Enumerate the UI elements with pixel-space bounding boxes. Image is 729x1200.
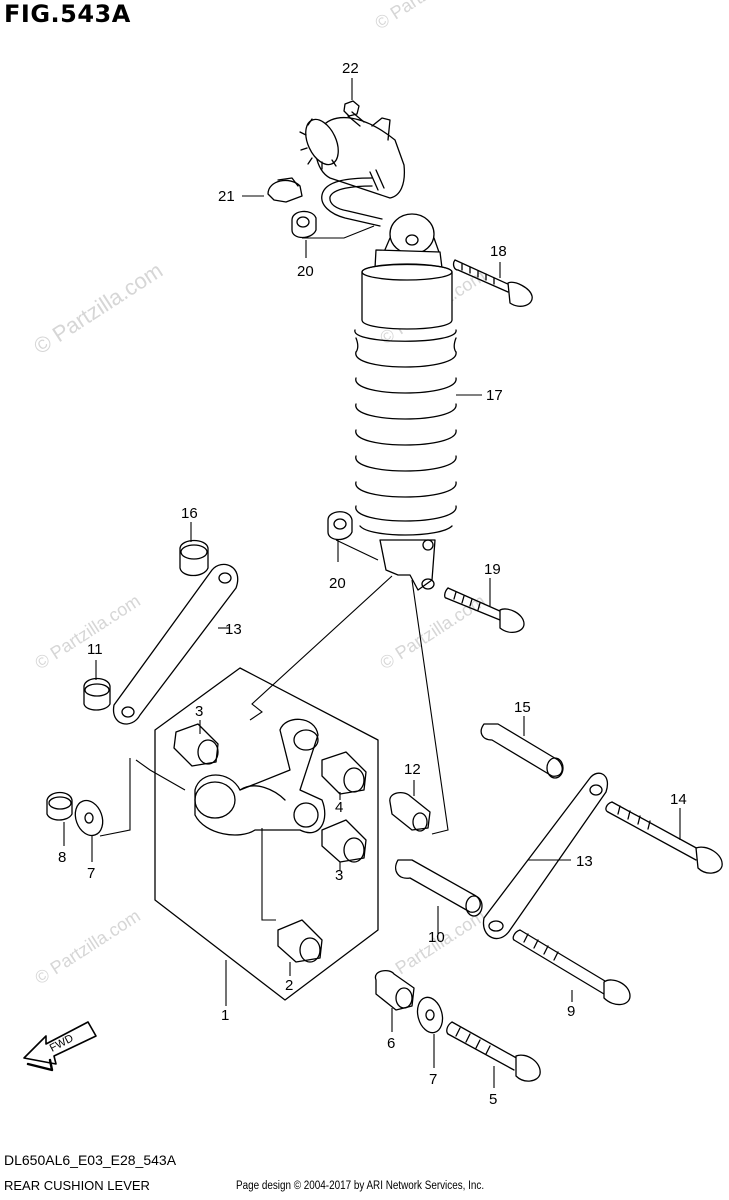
bearing-3-bottom [321, 819, 367, 863]
callout-15: 15 [514, 699, 531, 716]
callout-7-right: 7 [429, 1071, 437, 1088]
bearing-3-top [173, 723, 219, 767]
callout-18: 18 [490, 243, 507, 260]
callout-9: 9 [567, 1003, 575, 1020]
callout-17: 17 [486, 387, 503, 404]
washer-7-right [416, 996, 444, 1034]
nut-8 [46, 791, 73, 821]
shock-absorber [299, 117, 457, 591]
callout-11: 11 [87, 641, 103, 658]
model-code: DL650AL6_E03_E28_543A [4, 1152, 177, 1168]
callout-13-left: 13 [225, 621, 242, 638]
callout-20-bottom: 20 [329, 575, 346, 592]
bearing-2 [277, 919, 323, 963]
callout-7-left: 7 [87, 865, 95, 882]
callout-22: 22 [342, 60, 359, 77]
callout-3-bottom: 3 [335, 867, 343, 884]
nut-20-bottom [327, 511, 353, 541]
collar-6 [374, 969, 415, 1011]
bolt-19 [444, 587, 525, 634]
spring-coils [354, 329, 457, 536]
callout-6: 6 [387, 1035, 395, 1052]
callout-16: 16 [181, 505, 198, 522]
callout-19: 19 [484, 561, 501, 578]
callout-4: 4 [335, 799, 343, 816]
link-rod-13-right [482, 772, 609, 940]
callout-1: 1 [221, 1007, 229, 1024]
bolt-18 [452, 259, 533, 307]
washer-7-left [74, 799, 104, 837]
spacer-10 [395, 859, 483, 917]
watermark: © Partzilla.com [371, 0, 484, 33]
bearing-4 [321, 751, 367, 795]
callouts: 22 21 20 18 17 16 13 20 19 11 3 15 12 4 … [58, 60, 687, 1108]
callout-10: 10 [428, 929, 445, 946]
bolt-9 [512, 929, 631, 1006]
clamp-21 [267, 177, 303, 203]
bolt-22 [343, 100, 365, 127]
section-name: REAR CUSHION LEVER [4, 1178, 150, 1193]
callout-8: 8 [58, 849, 66, 866]
cushion-lever [194, 718, 326, 836]
callout-12: 12 [404, 761, 421, 778]
link-rod-13-left [112, 563, 239, 725]
collar-12 [389, 791, 431, 832]
watermark: © Partzilla.com [31, 591, 144, 674]
nut-11 [83, 677, 111, 711]
copyright-footer: Page design © 2004-2017 by ARI Network S… [236, 1180, 485, 1192]
callout-14: 14 [670, 791, 687, 808]
figure-title: FIG.543A [4, 0, 131, 28]
leader-lines [63, 78, 681, 1088]
watermark: © Partzilla.com [376, 591, 489, 674]
callout-13-right: 13 [576, 853, 593, 870]
callout-3-top: 3 [195, 703, 203, 720]
fwd-arrow-icon [23, 1021, 97, 1072]
nut-16 [179, 539, 209, 577]
spacer-15 [480, 723, 564, 779]
callout-5: 5 [489, 1091, 497, 1108]
bolt-14 [605, 801, 723, 874]
callout-21: 21 [218, 188, 235, 205]
bolt-5 [446, 1021, 541, 1082]
nut-20-top [291, 210, 317, 239]
callout-20-top: 20 [297, 263, 314, 280]
watermark-main: © Partzilla.com [29, 257, 167, 359]
watermark: © Partzilla.com [31, 906, 144, 989]
callout-2: 2 [285, 977, 293, 994]
